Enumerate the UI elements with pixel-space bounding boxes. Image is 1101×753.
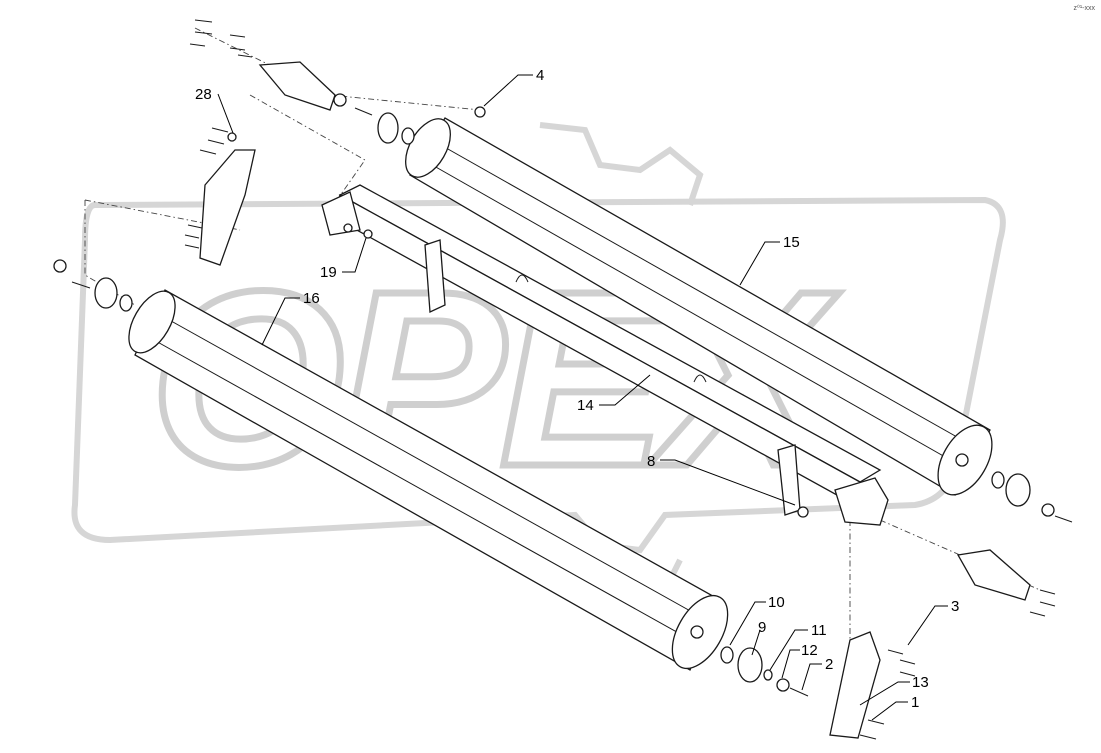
washer-right [991,471,1005,489]
callout-labels: 4 28 15 19 16 14 8 10 9 11 12 2 3 13 1 [195,67,959,711]
callout-12: 12 [801,642,818,659]
leader-9 [751,629,761,656]
washer-upper [401,127,415,145]
washer-10 [720,646,734,664]
nut-19b [363,229,373,239]
bearing-left [94,277,118,309]
callout-1: 1 [911,694,919,711]
leader-4 [483,74,533,107]
bearing-upper [377,112,399,144]
callout-2: 2 [825,656,833,673]
u-bolt-2 [693,374,707,383]
assembly-line-left [84,200,136,306]
roller-front-bar-1 [144,334,701,646]
side-plate-upper-28 [199,149,256,266]
bolts-lower-group [859,649,916,740]
ring-left [53,259,67,273]
bolt-upper [354,107,373,116]
u-bolt-1 [515,274,529,283]
leader-3 [907,605,948,646]
callout-9: 9 [758,619,766,636]
bolt-2 [789,687,809,697]
washer-left [119,294,133,312]
roller-front-end-left [128,290,176,354]
roller-rear-hub [955,453,969,467]
leader-28 [217,93,234,134]
callout-4: 4 [536,67,544,84]
bearing-right [1005,473,1031,507]
ring-11 [763,669,773,681]
nut-8 [797,506,809,518]
roller-front-bar-2 [154,311,711,623]
hardware [53,19,1073,740]
side-plate-lower-13 [829,631,881,739]
bolt-left [71,281,91,289]
assembly-line-upper-bracket [249,94,366,211]
leader-13 [859,681,910,706]
callout-19: 19 [320,264,337,281]
brackets [199,61,1031,739]
roller-front-hub [690,625,704,639]
bearing-plate-lower [956,549,1031,601]
leader-1 [871,701,908,721]
ring-upper [333,93,347,107]
roller-front [128,289,729,671]
nut-19a [343,223,353,233]
bolts-right-group [1029,589,1056,617]
callout-13: 13 [912,674,929,691]
ring-right [1041,503,1055,517]
leader-11 [769,629,808,671]
leader-8 [660,459,796,506]
roller-rear-bar-2 [431,139,981,451]
roller-rear [405,117,993,496]
callout-16: 16 [303,290,320,307]
callout-leaders [217,74,948,721]
callout-8: 8 [647,453,655,470]
nut-4 [474,106,486,118]
leader-15 [739,241,780,286]
leader-19 [342,237,367,273]
leader-12 [781,649,800,679]
bearing-9 [737,647,763,683]
leader-2 [801,663,822,691]
leader-14 [599,374,651,406]
leader-16 [261,297,300,346]
bolt-right [1054,515,1073,523]
drawing-code: z⁰¹-xxx [1073,5,1095,12]
bolts-left-group [184,127,229,249]
bolts-upper-group [189,19,253,58]
beam-end-plate-right [834,477,889,526]
nut-28 [227,132,237,142]
callout-11: 11 [811,622,827,639]
callout-10: 10 [768,594,785,611]
callout-28: 28 [195,86,212,103]
callout-14: 14 [577,397,594,414]
assembly-line-right [879,519,1041,591]
callout-3: 3 [951,598,959,615]
roller-rear-bar-1 [419,157,969,471]
watermark-gear-top [539,122,704,206]
leader-10 [729,601,766,646]
callout-15: 15 [783,234,800,251]
ring-12 [776,678,790,692]
beam-arm-left [424,239,446,313]
bearing-plate-upper [258,61,336,111]
